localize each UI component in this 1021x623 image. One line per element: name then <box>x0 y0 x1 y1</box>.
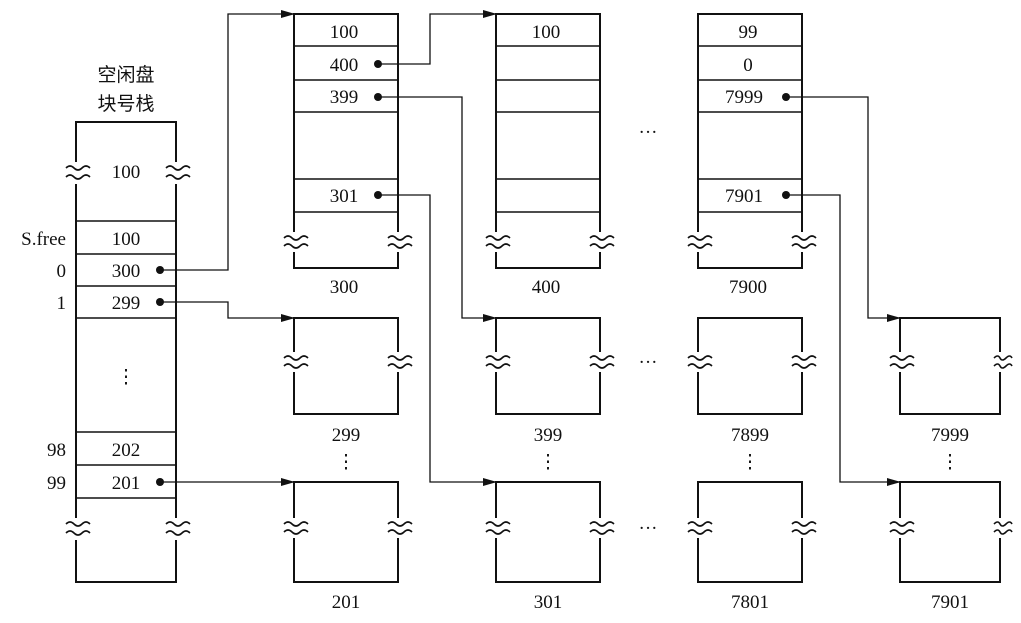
free-block-stack: 空闲盘 块号栈 100 S.free 100 0 <box>21 64 191 583</box>
stack-ellipsis: ⋮ <box>117 367 136 388</box>
group-7900-second: 7999 <box>725 87 763 108</box>
arrow-299-to-block-299 <box>160 301 295 322</box>
group-400-label: 400 <box>532 277 561 298</box>
group-7900-label: 7900 <box>729 277 767 298</box>
free-block-301: 301 <box>485 481 615 613</box>
stack-frame <box>75 121 177 583</box>
free-block-399-label: 399 <box>534 425 563 446</box>
arrow-399-to-block-399 <box>378 96 497 322</box>
stack-top-value: 100 <box>112 162 141 183</box>
vertical-ellipsis-1: ⋮ <box>337 452 356 473</box>
stack-index-1: 1 <box>57 293 67 314</box>
stack-entry-99: 201 <box>112 473 141 494</box>
sfree-label: S.free <box>21 229 66 250</box>
group-300-last: 301 <box>330 186 359 207</box>
free-block-399: 399 <box>485 317 615 446</box>
group-300-count: 100 <box>330 22 359 43</box>
arrow-301-to-block-301 <box>378 194 497 486</box>
stack-break-top <box>65 162 191 184</box>
stack-title-line2: 块号栈 <box>97 93 154 115</box>
group-300-second: 399 <box>330 87 359 108</box>
group-300-first: 400 <box>330 55 359 76</box>
stack-title-line1: 空闲盘 <box>97 64 154 86</box>
stack-entry-1: 299 <box>112 293 141 314</box>
arrow-400-to-group-400 <box>378 10 497 65</box>
free-block-299: 299 <box>283 317 413 446</box>
stack-break-bottom <box>65 518 191 540</box>
group-block-300: 100 400 399 301 300 <box>283 13 413 298</box>
pointer-arrows <box>160 10 901 486</box>
free-block-7899-label: 7899 <box>731 425 769 446</box>
group-300-label: 300 <box>330 277 359 298</box>
free-block-7899: 7899 <box>687 317 817 446</box>
free-block-7801-label: 7801 <box>731 592 769 613</box>
stack-index-98: 98 <box>47 440 66 461</box>
free-block-7901: 7901 <box>889 481 1013 613</box>
group-7900-count: 99 <box>739 22 758 43</box>
free-block-7901-label: 7901 <box>931 592 969 613</box>
vertical-ellipsis-2: ⋮ <box>539 452 558 473</box>
stack-index-0: 0 <box>57 261 67 282</box>
group-7900-last: 7901 <box>725 186 763 207</box>
stack-index-99: 99 <box>47 473 66 494</box>
group-400-count: 100 <box>532 22 561 43</box>
free-block-7999: 7999 <box>889 317 1013 446</box>
stack-entry-0: 300 <box>112 261 141 282</box>
vertical-ellipsis-4: ⋮ <box>941 452 960 473</box>
free-block-7999-label: 7999 <box>931 425 969 446</box>
row1-ellipsis: ··· <box>639 352 658 373</box>
arrow-7999-to-block-7999 <box>786 96 901 322</box>
arrow-300-to-group-300 <box>160 10 295 271</box>
row2-ellipsis: ··· <box>639 518 658 539</box>
arrow-7901-to-block-7901 <box>786 194 901 486</box>
free-block-201: 201 <box>283 481 413 613</box>
sfree-value: 100 <box>112 229 141 250</box>
free-block-201-label: 201 <box>332 592 361 613</box>
stack-entry-98: 202 <box>112 440 141 461</box>
free-block-7801: 7801 <box>687 481 817 613</box>
group-ellipsis: ··· <box>639 122 658 143</box>
vertical-ellipsis-3: ⋮ <box>741 452 760 473</box>
free-block-301-label: 301 <box>534 592 563 613</box>
group-block-400: 100 400 <box>485 13 615 298</box>
group-7900-first: 0 <box>743 55 753 76</box>
group-block-7900: 99 0 7999 7901 7900 <box>687 13 817 298</box>
free-block-299-label: 299 <box>332 425 361 446</box>
